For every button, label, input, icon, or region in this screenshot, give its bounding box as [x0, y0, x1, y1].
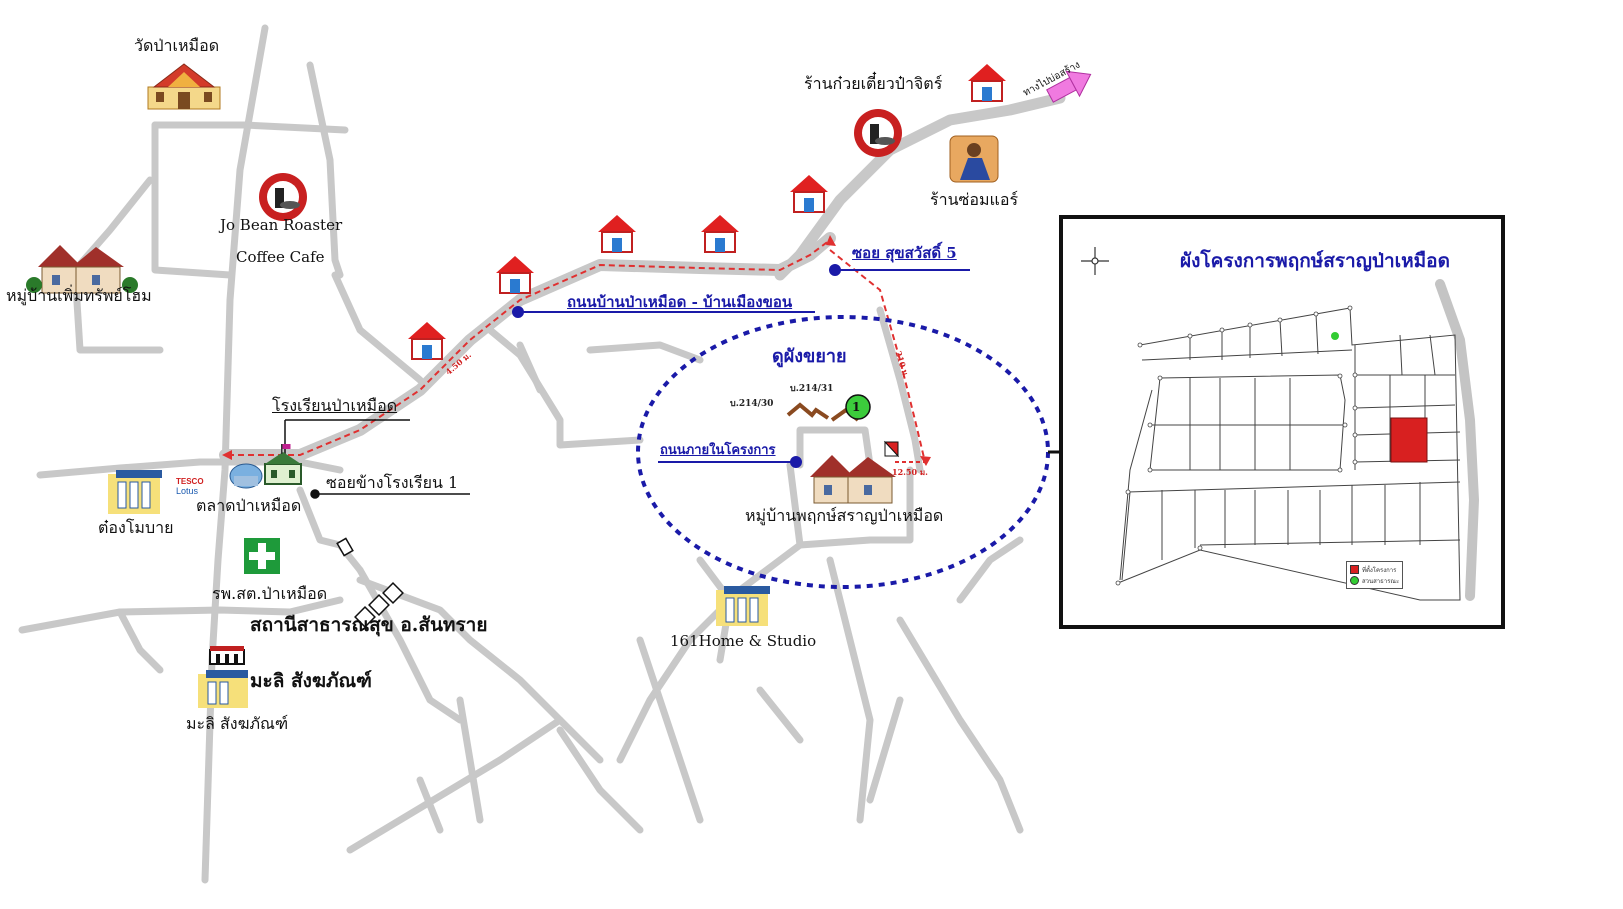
market-icon	[229, 463, 263, 489]
inset-frame	[1059, 215, 1505, 629]
zoom-plan-label: ดูผังขยาย	[772, 346, 847, 367]
temple-icon	[147, 63, 221, 110]
legend-swatch-project	[1350, 565, 1359, 574]
school-label: โรงเรียนป่าเหมือด	[272, 396, 398, 415]
legend-label-park: สวนสาธารณะ	[1362, 577, 1400, 585]
main-road-label: ถนนบ้านป่าเหมือด - บ้านเมืองขอน	[567, 293, 793, 311]
malee-shop-big-label: มะลิ สังฆภัณฑ์	[250, 670, 372, 692]
project-markers	[786, 394, 900, 458]
soi-school-label: ซอยข้างโรงเรียน 1	[326, 473, 459, 492]
inset-project-plot	[1390, 417, 1428, 463]
aircon-shop-label: ร้านซ่อมแอร์	[930, 190, 1019, 209]
malee-shop-label: มะลิ สังฆภัณฑ์	[186, 714, 289, 733]
market-label: ตลาดป่าเหมือด	[196, 496, 302, 515]
route-dashed-2	[829, 249, 926, 463]
school-icon	[264, 444, 302, 485]
tesco-label: TESCO	[176, 477, 204, 486]
village-house-icon	[810, 455, 896, 504]
project-label: หมู่บ้านพฤกษ์สราญป่าเหมือด	[745, 506, 944, 525]
health-station-label: สถานีสาธารณสุข อ.สันทราย	[250, 614, 488, 636]
compass-icon	[1081, 247, 1109, 275]
house-number-1: บ.214/30	[730, 399, 774, 409]
coffee-label-line1: Jo Bean Roaster	[220, 216, 343, 234]
cafe-icon	[854, 109, 902, 157]
shop-icon	[108, 470, 770, 708]
distance-label-3: 12.50 ม.	[892, 467, 928, 477]
direction-arrow-icon	[1046, 70, 1092, 103]
house-number-2: บ.214/31	[790, 384, 834, 394]
soi-sukhasawat-label: ซอย สุขสวัสดิ์ 5	[852, 244, 957, 262]
inset-nodes	[1115, 305, 1358, 586]
tong-mobile-label: ต๋องโมบาย	[98, 518, 174, 537]
route-arrow-left	[222, 450, 232, 460]
village-house-icon	[26, 245, 138, 294]
crossing-icon	[336, 537, 404, 628]
route-dashed	[228, 239, 831, 456]
legend-label-project: ที่ตั้งโครงการ	[1362, 566, 1397, 574]
route-arrow-down	[920, 456, 931, 466]
store-icon	[209, 646, 245, 665]
project-circle-number: 1	[852, 400, 861, 414]
inset-legend: ที่ตั้งโครงการ สวนสาธารณะ	[1346, 561, 1404, 589]
cafe-icon	[259, 173, 307, 221]
legend-swatch-park	[1350, 576, 1359, 585]
inset-road	[1435, 279, 1480, 601]
coffee-label-line2: Coffee Cafe	[236, 248, 325, 266]
road-network	[18, 24, 1024, 884]
inset-plots	[1117, 307, 1461, 601]
house-icon	[408, 64, 1006, 360]
repair-icon	[949, 135, 999, 183]
route-arrow-up	[826, 235, 836, 246]
hospital-cross-icon	[244, 538, 280, 574]
inset-title: ผังโครงการพฤกษ์สราญป่าเหมือด	[1180, 250, 1450, 272]
village-perm-label: หมู่บ้านเพิ่มทรัพย์โฮม	[6, 286, 152, 305]
inset-park	[1331, 332, 1339, 340]
noodle-shop-label: ร้านก๋วยเตี๋ยวป๋าจิตร์	[804, 74, 943, 93]
studio-label: 161Home & Studio	[670, 632, 817, 650]
hospital-label: รพ.สต.ป่าเหมือด	[212, 584, 328, 603]
internal-road-label: ถนนภายในโครงการ	[660, 443, 776, 458]
temple-label: วัดป่าเหมือด	[134, 36, 220, 55]
lotus-label: Lotus	[176, 486, 199, 496]
